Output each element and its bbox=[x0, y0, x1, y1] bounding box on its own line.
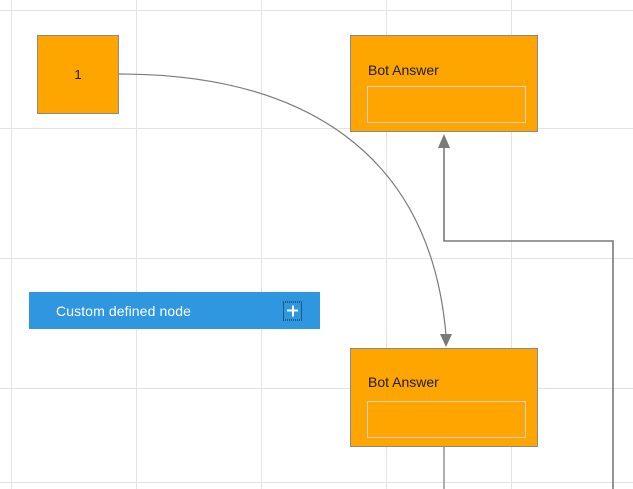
plus-icon-vertical-bar bbox=[291, 305, 294, 316]
node-bot-answer-bottom-slot[interactable] bbox=[367, 401, 526, 438]
node-bot-answer-top-slot[interactable] bbox=[367, 86, 526, 123]
edge-ortho-arrowhead-icon bbox=[438, 134, 450, 148]
grid-line-vertical bbox=[136, 0, 137, 489]
grid-line-horizontal bbox=[0, 482, 633, 483]
grid-line-horizontal bbox=[0, 258, 633, 259]
node-bot-answer-top[interactable]: Bot Answer bbox=[350, 35, 538, 132]
grid-line-vertical bbox=[261, 0, 262, 489]
node-bot-answer-bottom-title: Bot Answer bbox=[368, 374, 439, 390]
node-bot-answer-bottom[interactable]: Bot Answer bbox=[350, 348, 538, 447]
grid-line-horizontal bbox=[0, 128, 633, 129]
grid-line-horizontal bbox=[0, 388, 633, 389]
node-1[interactable]: 1 bbox=[37, 35, 119, 114]
palette-item-label: Custom defined node bbox=[56, 302, 191, 319]
palette-item-custom-defined-node[interactable]: Custom defined node bbox=[29, 292, 320, 329]
edge-curve-arrowhead-icon bbox=[440, 334, 452, 347]
node-1-label: 1 bbox=[74, 67, 82, 82]
grid-line-vertical bbox=[11, 0, 12, 489]
node-bot-answer-top-title: Bot Answer bbox=[368, 62, 439, 78]
plus-icon[interactable] bbox=[283, 301, 302, 320]
grid-line-horizontal bbox=[0, 10, 633, 11]
